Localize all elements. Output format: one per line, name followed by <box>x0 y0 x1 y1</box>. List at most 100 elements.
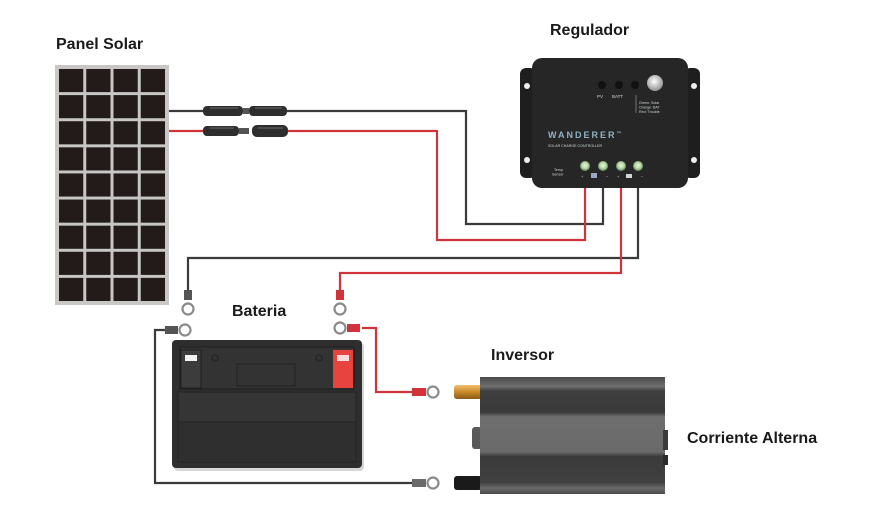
status-legend-3: Red: Trouble <box>639 110 660 114</box>
ring-terminal-negative-bottom <box>178 323 192 337</box>
mc4-connector-negative <box>203 106 287 116</box>
solar-cell <box>59 199 84 223</box>
crimp-inverter-negative <box>412 479 426 487</box>
battery-label: Bateria <box>232 303 287 320</box>
solar-panel <box>55 65 169 305</box>
solar-cell <box>113 147 138 171</box>
regulator-brand: WANDERER™ <box>548 130 624 140</box>
battery-label-area <box>236 363 296 387</box>
inverter-ac-socket[interactable] <box>663 455 668 465</box>
solar-cell <box>86 277 111 301</box>
solar-cell <box>113 69 138 93</box>
wire-panel-negative-to-regulator <box>287 109 605 226</box>
battery <box>172 340 364 471</box>
solar-cell <box>59 121 84 145</box>
solar-cell <box>140 277 165 301</box>
status-indicator <box>631 81 639 89</box>
temp-sensor-label-1: Temp. <box>554 168 564 172</box>
terminal-batt-negative[interactable] <box>633 161 643 171</box>
regulator-subtitle: SOLAR CHARGE CONTROLLER <box>548 144 603 148</box>
solar-cell <box>59 225 84 249</box>
solar-cell <box>113 173 138 197</box>
solar-cell <box>86 251 111 275</box>
wire-panel-positive-to-regulator <box>287 129 587 242</box>
battery-icon <box>626 174 632 178</box>
crimp-negative-left <box>165 326 178 334</box>
charge-regulator: PV BATT Green: Solar Orange: BAT Red: Tr… <box>520 58 700 188</box>
status-legend-1: Green: Solar <box>639 101 660 105</box>
solar-cell <box>86 225 111 249</box>
solar-cell <box>113 251 138 275</box>
temp-sensor-label-2: Sensor <box>552 173 564 177</box>
batt-indicator <box>615 81 623 89</box>
solar-cell <box>59 251 84 275</box>
inverter-label: Inversor <box>491 347 555 364</box>
solar-panel-cells <box>59 69 165 301</box>
inverter-side-knob <box>472 427 482 449</box>
solar-cell <box>140 69 165 93</box>
ring-terminal-positive-top <box>333 302 347 316</box>
solar-cell <box>59 173 84 197</box>
solar-cell <box>140 225 165 249</box>
inverter-ring-terminals <box>412 385 440 490</box>
solar-cell <box>86 147 111 171</box>
terminal-sign-4: − <box>641 174 644 179</box>
solar-cell <box>113 199 138 223</box>
inverter-body <box>480 377 665 494</box>
terminal-pv-negative[interactable] <box>598 161 608 171</box>
ring-terminal-inverter-positive <box>426 385 440 399</box>
ring-terminal-negative-top <box>181 302 195 316</box>
crimp-negative-top <box>184 290 192 300</box>
solar-cell <box>140 199 165 223</box>
wire-regulator-negative-to-battery <box>186 175 640 292</box>
crimp-inverter-positive <box>412 388 426 396</box>
inverter-switch[interactable] <box>663 430 668 450</box>
panel-solar-label: Panel Solar <box>56 36 144 53</box>
inverter-negative-post <box>454 476 482 490</box>
inverter <box>454 377 668 494</box>
solar-cell <box>113 121 138 145</box>
status-legend-2: Orange: BAT <box>639 106 661 110</box>
wires <box>153 109 640 485</box>
battery-vent-left <box>211 354 219 362</box>
solar-cell <box>113 277 138 301</box>
solar-cell <box>86 121 111 145</box>
solar-cell <box>86 95 111 119</box>
solar-cell <box>140 173 165 197</box>
mc4-connectors <box>203 106 288 137</box>
regulator-label: Regulador <box>550 22 630 39</box>
inverter-positive-post <box>454 385 482 399</box>
ac-output-label: Corriente Alterna <box>687 430 818 447</box>
battery-vent-right <box>315 354 323 362</box>
solar-icon <box>591 173 597 178</box>
regulator-body <box>532 58 688 188</box>
solar-cell <box>86 173 111 197</box>
pv-indicator-label: PV <box>597 94 603 99</box>
terminal-sign-2: − <box>606 174 609 179</box>
terminal-sign-3: + <box>617 174 620 179</box>
crimp-positive-right <box>347 324 360 332</box>
solar-cell <box>113 95 138 119</box>
solar-cell <box>86 69 111 93</box>
regulator-button[interactable] <box>647 75 663 91</box>
solar-cell <box>140 95 165 119</box>
solar-cell <box>113 225 138 249</box>
crimp-positive-top <box>336 290 344 300</box>
wire-battery-positive-to-inverter <box>362 326 418 394</box>
solar-cell <box>59 95 84 119</box>
batt-indicator-label: BATT <box>612 94 623 99</box>
terminal-pv-positive[interactable] <box>580 161 590 171</box>
wire-regulator-positive-to-battery <box>338 175 623 292</box>
terminal-batt-positive[interactable] <box>616 161 626 171</box>
solar-cell <box>140 121 165 145</box>
solar-cell <box>86 199 111 223</box>
mc4-connector-positive <box>203 125 288 137</box>
solar-cell <box>59 277 84 301</box>
ring-terminal-positive-bottom <box>333 321 347 335</box>
solar-cell <box>59 69 84 93</box>
ring-terminal-inverter-negative <box>426 476 440 490</box>
solar-cell <box>59 147 84 171</box>
battery-ring-terminals <box>165 290 360 337</box>
solar-cell <box>140 147 165 171</box>
